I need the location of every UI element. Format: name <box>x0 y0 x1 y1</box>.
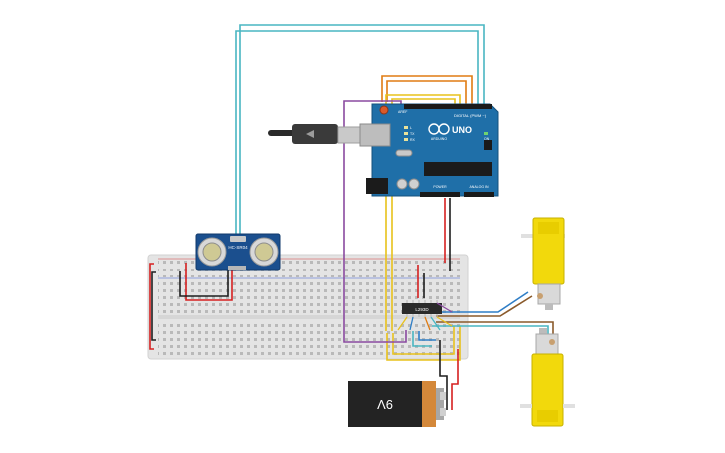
yellow-wire-1 <box>385 94 461 331</box>
yellow-wire-4 <box>392 326 455 355</box>
orange-wire-1 <box>381 75 473 106</box>
tx-led-label: TX <box>410 132 415 136</box>
crystal-oscillator <box>395 149 413 157</box>
capacitor-2 <box>408 178 420 190</box>
atmega-chip <box>424 162 492 176</box>
sensor-vcc-wire <box>185 263 233 301</box>
rail-link-red <box>149 263 154 350</box>
driver-jumper-blue <box>418 331 436 341</box>
power-header-label: POWER <box>433 185 447 189</box>
trig-wire <box>235 30 479 237</box>
on-led <box>484 132 488 135</box>
icsp-header <box>484 140 492 150</box>
wires <box>149 24 554 410</box>
top-rail-2 <box>158 269 460 277</box>
purple-wire-return <box>343 330 407 343</box>
motor2-wire-b <box>436 321 554 340</box>
rx-led <box>404 138 408 141</box>
tx-led <box>404 132 408 135</box>
motor1-wire-b <box>436 295 533 317</box>
on-led-label: ON <box>484 137 490 141</box>
digital-header-label: DIGITAL (PWM ~) <box>454 113 487 118</box>
chip-label: L293D <box>415 307 429 312</box>
board-model-label: UNO <box>452 125 472 135</box>
arduino-uno[interactable]: DIGITAL (PWM ~) AREF L TX RX UNO ARDUINO… <box>359 103 499 197</box>
bottom-rail-2 <box>158 349 460 357</box>
analog-header <box>464 192 494 197</box>
reset-button[interactable] <box>379 105 389 115</box>
bottom-rail-1 <box>158 340 460 348</box>
sensor-pins <box>228 266 246 270</box>
digital-header <box>404 104 492 109</box>
battery-voltage-label: 9V <box>377 397 393 412</box>
battery-neg-wire <box>439 340 448 410</box>
motor2-wire-a <box>432 325 549 340</box>
sensor-gnd-wire <box>179 270 229 297</box>
analog-header-label: ANALOG IN <box>469 185 489 189</box>
terminal-strip-bottom <box>158 320 460 353</box>
crystal <box>230 236 246 242</box>
l-led-label: L <box>410 126 412 130</box>
l-led <box>404 126 408 129</box>
aref-label: AREF <box>398 110 407 114</box>
top-rail-1 <box>158 260 460 268</box>
battery-terminal-negative <box>440 408 446 416</box>
battery-terminal-positive <box>440 392 446 400</box>
motor-2-terminal <box>549 339 555 345</box>
yellow-wire-2 <box>391 98 456 331</box>
sensor-model-label: HC-SR04 <box>228 245 248 250</box>
capacitor-1 <box>396 178 408 190</box>
ultrasonic-sensor[interactable]: HC-SR04 <box>195 233 281 271</box>
usb-icon <box>306 130 314 138</box>
usb-cable <box>268 124 363 144</box>
yellow-wire-3 <box>386 326 461 361</box>
power-header <box>420 192 460 197</box>
gear-motor-2[interactable] <box>520 328 575 427</box>
battery-pos-wire <box>451 349 459 410</box>
motor-1-terminal <box>537 293 543 299</box>
motor-driver-chip[interactable]: L293D <box>397 300 453 331</box>
echo-wire <box>239 24 485 237</box>
motor1-wire-a <box>432 291 529 313</box>
usb-port <box>359 123 391 147</box>
motor-2-can <box>535 333 559 355</box>
driver-jumper-cyan <box>412 331 432 347</box>
power-jack <box>366 178 388 194</box>
arduino-logo-icon <box>428 123 450 135</box>
orange-wire-2 <box>386 80 467 106</box>
brand-label: ARDUINO <box>431 137 447 141</box>
center-channel <box>158 315 460 319</box>
gear-motor-1[interactable] <box>521 217 565 310</box>
rx-led-label: RX <box>410 138 416 142</box>
battery-9v[interactable]: 9V <box>348 381 446 427</box>
rail-link-black <box>151 271 156 341</box>
